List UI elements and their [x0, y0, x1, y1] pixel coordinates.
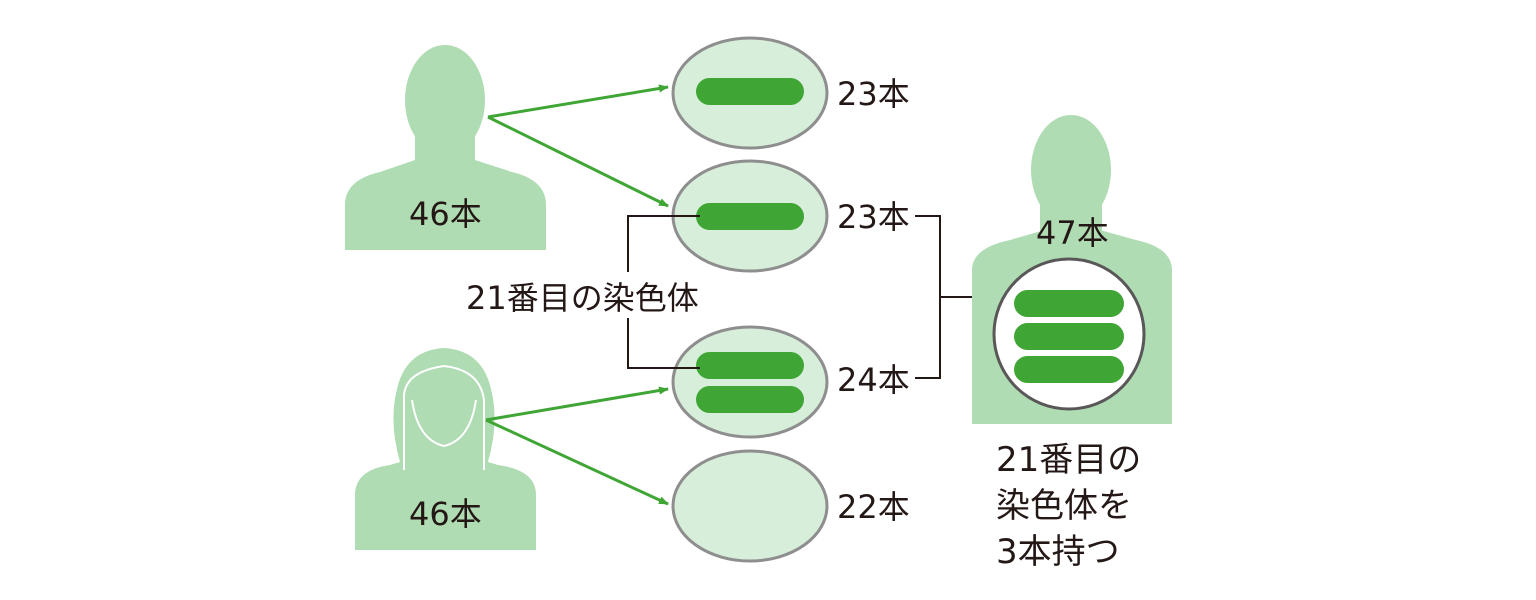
mother-count-label: 46本	[409, 495, 482, 533]
child-count-label: 47本	[1036, 214, 1109, 252]
child-note-line-2: 染色体を	[996, 486, 1132, 526]
gamete-1	[671, 36, 829, 150]
gamete-2	[671, 159, 829, 273]
gamete-2-count-label: 23本	[837, 198, 910, 236]
chromosome-21	[1014, 323, 1124, 350]
gamete-1-count-label: 23本	[837, 75, 910, 113]
fertilization-bracket	[915, 215, 972, 379]
chromosome-21	[696, 352, 804, 379]
arrow-father-gamete-2	[487, 115, 669, 208]
arrow-mother-gamete-3	[485, 386, 669, 422]
gamete-3-count-label: 24本	[837, 361, 910, 399]
father-count-label: 46本	[409, 195, 482, 233]
chromosome-21	[696, 203, 804, 230]
child-note-line-3: 3本持つ	[996, 532, 1120, 572]
chromosome-21	[696, 386, 804, 413]
father-icon	[345, 45, 546, 250]
child-cell	[992, 257, 1146, 411]
gamete-4-count-label: 22本	[837, 488, 910, 526]
arrows	[485, 84, 669, 506]
chromosome-21	[1014, 356, 1124, 383]
arrow-father-gamete-1	[487, 84, 669, 119]
mother-icon	[355, 348, 536, 550]
arrow-mother-gamete-4	[485, 418, 669, 506]
chromosome-21-callout	[627, 215, 700, 369]
chromosome-21-label: 21番目の染色体	[462, 280, 703, 316]
gamete-4	[671, 449, 829, 563]
child-note-line-1: 21番目の	[996, 440, 1142, 480]
gamete-3	[671, 325, 829, 439]
chromosome-21	[1014, 290, 1124, 317]
child-note: 21番目の 染色体を 3本持つ	[996, 437, 1141, 575]
chromosome-21	[696, 78, 804, 105]
